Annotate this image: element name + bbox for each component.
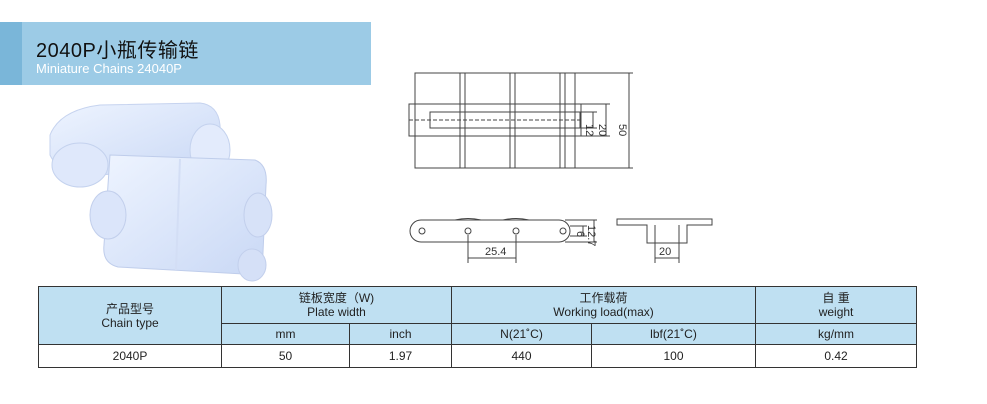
dim-25-4: 25.4 — [485, 246, 506, 258]
header-plate-width: 链板宽度（W) Plate width — [220, 286, 453, 324]
dim-50: 50 — [616, 124, 628, 136]
cell-width-inch: 1.97 — [348, 344, 453, 368]
product-title-chinese: 2040P小瓶传输链 — [36, 40, 199, 62]
end-view-drawing: 20 — [616, 218, 713, 263]
unit-mm: mm — [221, 323, 350, 345]
dim-6: 6 — [574, 231, 586, 237]
unit-kg-mm: kg/mm — [755, 323, 918, 345]
cell-weight: 0.42 — [755, 344, 918, 368]
title-banner — [0, 22, 371, 85]
cell-load-n: 440 — [451, 344, 593, 368]
header-chain-type: 产品型号 Chain type — [38, 286, 222, 345]
unit-newton: N(21˚C) — [451, 323, 593, 345]
unit-inch: inch — [348, 323, 453, 345]
dim-20: 20 — [596, 124, 608, 136]
header-working-load: 工作载荷 Working load(max) — [451, 286, 757, 324]
product-title-english: Miniature Chains 24040P — [36, 61, 182, 76]
title-banner-accent — [0, 22, 22, 85]
dim-12-7: 12.7 — [585, 225, 597, 246]
spec-table: 产品型号 Chain type 链板宽度（W) Plate width 工作载荷… — [38, 286, 918, 368]
header-weight: 自 重 weight — [755, 286, 918, 324]
cell-width-mm: 50 — [221, 344, 350, 368]
dim-20-end: 20 — [659, 246, 671, 258]
dim-12: 12 — [583, 124, 595, 136]
unit-lbf: lbf(21˚C) — [591, 323, 757, 345]
top-view-drawing: 12 20 50 — [408, 72, 633, 169]
side-view-drawing: 25.4 6 12.7 — [409, 218, 597, 263]
cell-chain-type: 2040P — [38, 344, 222, 368]
table-row: 2040P 50 1.97 440 100 0.42 — [38, 344, 918, 368]
cell-load-lbf: 100 — [591, 344, 757, 368]
chain-product-photo — [49, 102, 273, 282]
